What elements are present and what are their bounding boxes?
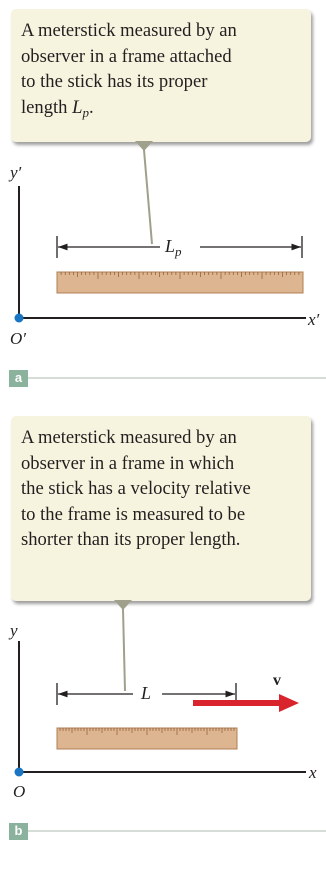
caption-line: to the stick has its proper — [21, 71, 208, 92]
length-subscript: p — [82, 104, 89, 120]
length-label-a: Lp — [165, 236, 182, 259]
caption-line: to the frame is measured to be — [21, 503, 246, 525]
length-label-b: L — [141, 683, 152, 703]
dimension-line-a — [56, 236, 303, 258]
meterstick-a — [56, 271, 304, 294]
x-axis-label-b: x — [309, 763, 317, 782]
origin-dot-a — [14, 313, 24, 323]
pointer-panel-a — [135, 141, 153, 245]
y-axis-label-a: y′ — [10, 163, 22, 182]
caption-line: shorter than its proper length. — [21, 529, 241, 550]
x-axis-label-a: x′ — [308, 310, 320, 329]
y-axis-label-b: y — [10, 621, 18, 640]
pointer-panel-b — [114, 600, 132, 692]
panel-tag-a: a — [9, 370, 28, 387]
caption-line: A meterstick measured by an — [21, 427, 237, 448]
caption-line: the stick has a velocity relative — [21, 478, 251, 499]
caption-line: observer in a frame attached — [21, 45, 232, 67]
callout-panel-a: A meterstick measured by an observer in … — [11, 9, 311, 142]
length-symbol: L — [72, 96, 83, 118]
caption-line: observer in a frame in which — [21, 452, 235, 474]
velocity-label: v⃗ — [273, 672, 294, 689]
caption-line: length Lp. — [21, 96, 94, 120]
velocity-arrow — [193, 694, 299, 712]
caption-line: A meterstick measured by an — [21, 20, 237, 41]
origin-label-a: O′ — [10, 329, 26, 348]
origin-dot-b — [14, 767, 24, 777]
callout-panel-b: A meterstick measured by an observer in … — [11, 416, 311, 601]
origin-label-b: O — [13, 782, 26, 801]
meterstick-b — [56, 727, 238, 750]
panel-tag-b: b — [9, 823, 28, 840]
